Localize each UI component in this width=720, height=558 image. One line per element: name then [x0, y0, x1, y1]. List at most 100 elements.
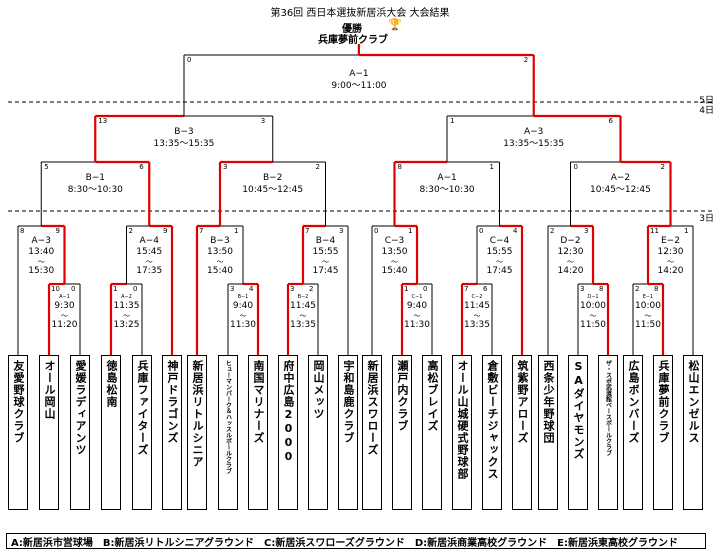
score-left: 7 [199, 227, 204, 235]
match-code: B−3 [174, 127, 194, 137]
match-start: 11:45 [464, 301, 490, 311]
team-box: 兵庫夢前クラブ [653, 355, 673, 510]
match-qf4: A−2 10:45〜12:45 [590, 172, 651, 196]
match-code: B−1 [237, 294, 249, 300]
match-end: 14:20 [557, 266, 584, 276]
match-end: 13:35 [464, 320, 490, 330]
match-time: 8:30〜10:30 [67, 185, 123, 195]
team-name: 新居浜リトルシニア [191, 360, 204, 468]
match-code: A−2 [121, 294, 132, 300]
team-name: 岡山メッツ [312, 360, 325, 420]
score-right: 6 [483, 285, 488, 293]
page-title: 第36回 西日本選抜新居浜大会 大会結果 [270, 8, 450, 19]
match-code: A−4 [139, 236, 159, 246]
team-name: オール岡山 [43, 360, 56, 420]
match-start: 9:40 [232, 301, 254, 311]
team-box: 岡山メッツ [308, 355, 328, 510]
score-right: 4 [513, 227, 518, 235]
match-code: A−2 [610, 173, 631, 183]
score-right: 1 [684, 227, 689, 235]
match-sep: 〜 [299, 312, 307, 320]
team-name: 府中広島2000 [282, 360, 295, 464]
match-start: 12:30 [657, 247, 684, 257]
score-left: 8 [397, 163, 402, 171]
match-sep: 〜 [413, 312, 421, 320]
team-name: 高松ブレイズ [426, 360, 439, 432]
team-name: 筑紫野アローズ [516, 360, 529, 444]
score-left: 5 [44, 163, 49, 171]
score-left: 1 [404, 285, 409, 293]
match-code: B−4 [315, 236, 336, 246]
match-end: 11:30 [230, 320, 256, 330]
match-sep: 〜 [37, 258, 45, 266]
match-start: 13:40 [28, 247, 55, 257]
team-name: SAダイヤモンズ [572, 360, 585, 460]
match-sep: 〜 [644, 312, 652, 320]
score-left: 2 [635, 285, 640, 293]
score-right: 8 [599, 285, 604, 293]
match-end: 17:35 [136, 266, 163, 276]
score-right: 2 [315, 163, 320, 171]
team-box: 松山エンゼルス [683, 355, 703, 510]
score-left: 7 [464, 285, 469, 293]
score-left: 2 [128, 227, 133, 235]
team-box: 新居浜リトルシニア [187, 355, 207, 510]
score-right: 0 [423, 285, 428, 293]
team-box: 広島ボンバーズ [623, 355, 643, 510]
trophy-icon: 🏆 [388, 18, 402, 31]
match-time: 10:45〜12:45 [590, 185, 651, 195]
match-start: 12:30 [557, 247, 584, 257]
match-code: C−1 [411, 294, 423, 300]
score-right: 3 [339, 227, 344, 235]
day-label-3: 3日 [699, 214, 714, 224]
team-box: ヒューマンパーク＆ハッスルボールクラブ [218, 355, 238, 510]
team-name: ザ・スポ武道館ベースボールクラブ [604, 360, 612, 456]
match-end: 11:50 [580, 320, 606, 330]
score-right: 4 [249, 285, 254, 293]
score-left: 0 [187, 56, 192, 64]
score-right: 6 [139, 163, 144, 171]
match-sep: 〜 [145, 258, 153, 266]
team-box: 愛媛ラディアンツ [70, 355, 90, 510]
match-sep: 〜 [239, 312, 247, 320]
score-right: 1 [489, 163, 494, 171]
match-start: 11:45 [290, 301, 316, 311]
team-box: 南国マリナーズ [248, 355, 268, 510]
match-end: 14:20 [657, 266, 684, 276]
match-start: 9:40 [406, 301, 428, 311]
score-right: 2 [523, 56, 529, 64]
champion-label: 優勝 [342, 24, 362, 35]
match-sep: 〜 [666, 258, 674, 266]
match-code: A−3 [31, 236, 51, 246]
team-box: 兵庫ファイターズ [132, 355, 152, 510]
score-left: 0 [573, 163, 578, 171]
team-name: 友愛野球クラブ [12, 360, 25, 444]
score-left: 3 [290, 285, 295, 293]
match-code: B−2 [297, 294, 309, 300]
match-end: 17:45 [486, 266, 513, 276]
match-end: 15:40 [381, 266, 408, 276]
score-left: 7 [305, 227, 310, 235]
match-start: 13:50 [381, 247, 408, 257]
match-end: 11:50 [635, 320, 661, 330]
team-box: 西条少年野球団 [538, 355, 558, 510]
team-box: 高松ブレイズ [422, 355, 442, 510]
match-start: 10:00 [580, 301, 606, 311]
match-start: 15:55 [312, 247, 339, 257]
team-name: オール山城硬式野球部 [456, 360, 469, 480]
score-right: 6 [608, 117, 613, 125]
team-name: 広島ボンバーズ [627, 360, 640, 444]
team-box: 神戸ドラゴンズ [162, 355, 182, 510]
